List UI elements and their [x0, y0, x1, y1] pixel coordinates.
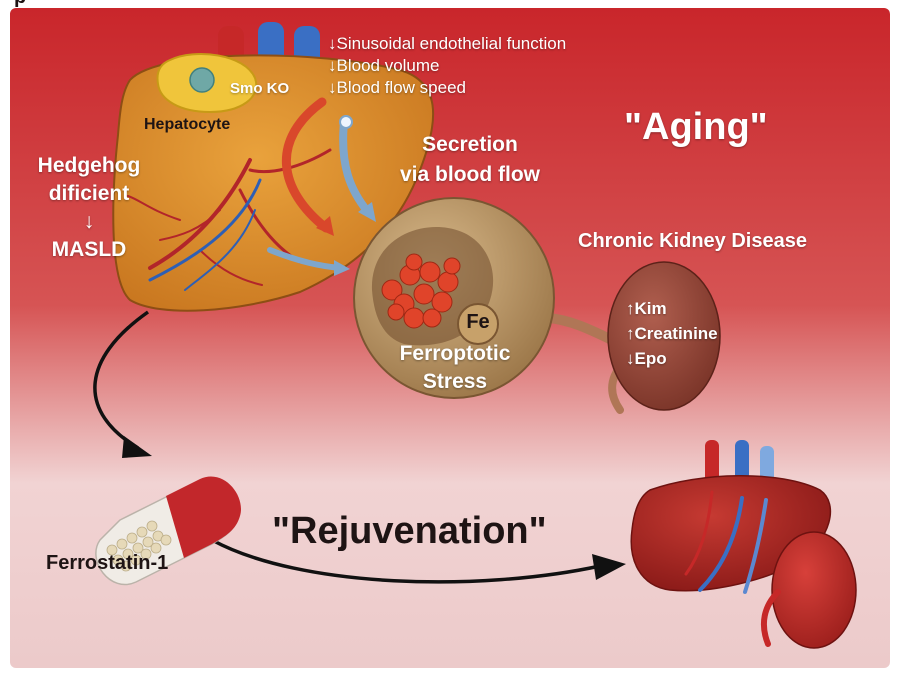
kidney-marker-item: ↓Epo — [626, 349, 667, 368]
healthy-kidney-ureter — [760, 589, 781, 647]
hepatocyte-nucleus — [189, 67, 215, 93]
liver-effect-item: ↓Sinusoidal endothelial function — [328, 34, 567, 53]
hedgehog-label: Hedgehog dificient ↓ MASLD — [14, 152, 164, 264]
hedgehog-arrow-line: ↓ — [83, 210, 95, 233]
kidney-markers-list: ↑Kim ↑Creatinine ↓Epo — [626, 296, 718, 371]
red-flow-arrow — [282, 97, 331, 233]
smo-ko-label: Smo KO — [230, 80, 290, 97]
liver-outflow-arrowhead — [334, 260, 350, 276]
diseased-kidney-illustration — [607, 261, 721, 411]
hedgehog-line: dificient — [48, 182, 130, 205]
liver-effects-list: ↓Sinusoidal endothelial function ↓Blood … — [328, 33, 566, 99]
fe-particle — [457, 303, 499, 345]
liver-to-drug-arrow — [93, 310, 150, 450]
kidney-marker-item: ↑Kim — [626, 299, 667, 318]
red-flow-arrowhead — [316, 216, 334, 236]
hedgehog-line: Hedgehog — [37, 154, 141, 177]
ferroptotic-stress-label: Ferroptotic Stress — [370, 340, 540, 396]
kidney-marker-item: ↑Creatinine — [626, 324, 718, 343]
ckd-title: Chronic Kidney Disease — [578, 230, 807, 252]
ferrostatin-label: Ferrostatin-1 — [46, 552, 169, 574]
secretion-line: via blood flow — [400, 163, 540, 186]
liver-to-drug-arrowhead — [122, 436, 152, 458]
healthy-kidney-illustration — [771, 531, 857, 649]
hedgehog-line: MASLD — [51, 238, 127, 261]
iron-granules — [381, 253, 461, 329]
rejuvenation-arrowhead — [592, 554, 626, 580]
fe-label: Fe — [466, 311, 490, 333]
liver-effect-item: ↓Blood flow speed — [328, 78, 466, 97]
ferrostatin-capsule — [95, 476, 241, 586]
healthy-liver-veins — [684, 490, 768, 594]
hepatocyte-label: Hepatocyte — [144, 116, 231, 133]
blue-flow-dot — [339, 115, 353, 129]
stress-line: Ferroptotic — [399, 342, 511, 365]
blue-flow-arrow — [339, 118, 372, 216]
secretion-label: Secretion via blood flow — [370, 130, 570, 190]
rejuvenation-label: "Rejuvenation" — [272, 510, 547, 552]
title-fragment: p — [14, 0, 26, 9]
secretion-line: Secretion — [422, 133, 518, 156]
diseased-liver-illustration — [112, 54, 435, 312]
liver-effect-item: ↓Blood volume — [328, 56, 440, 75]
aging-label: "Aging" — [624, 106, 768, 148]
blue-flow-arrowhead — [358, 202, 376, 222]
stress-line: Stress — [422, 370, 488, 393]
rejuvenation-arrow — [211, 538, 601, 584]
